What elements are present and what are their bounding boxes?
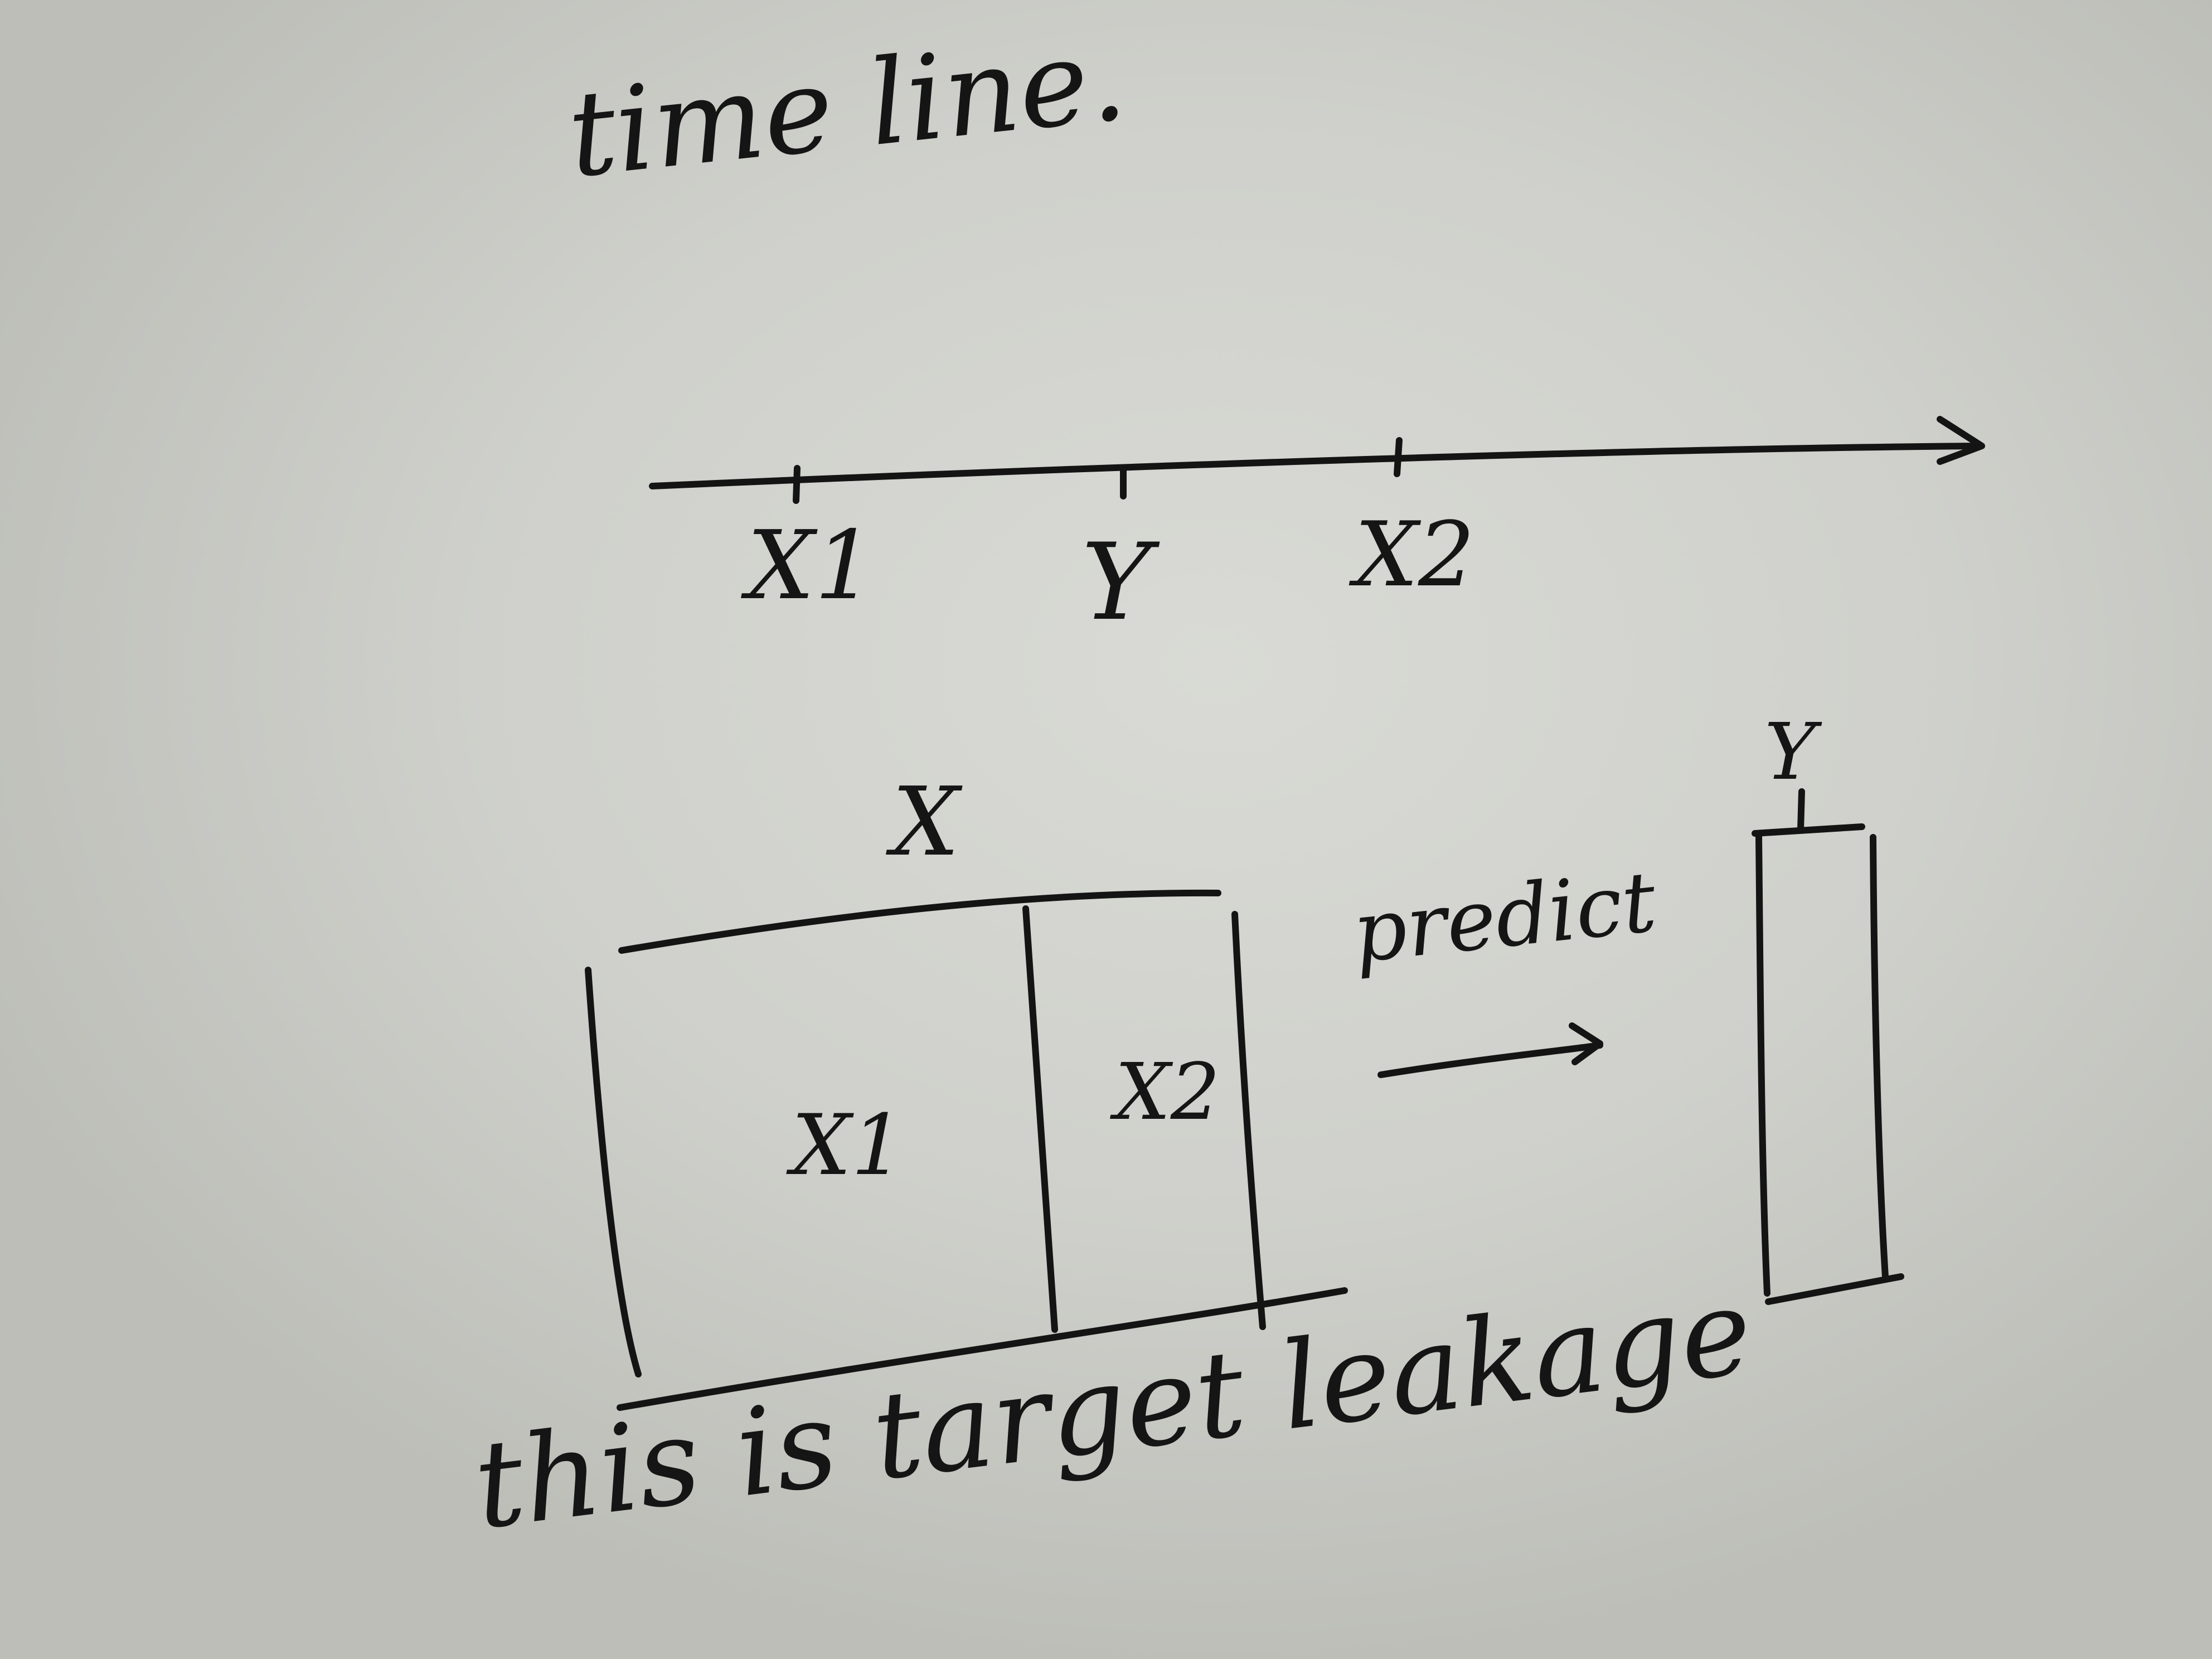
target-column-top [1752,823,1865,837]
target-column-stem [1797,788,1805,833]
target-column-bottom [1765,1273,1904,1305]
tick-mark-x2 [1394,437,1403,477]
target-column-right [1870,834,1889,1280]
timeline-label-y: Y [1081,521,1152,644]
matrix-right-edge [1231,911,1266,1330]
matrix-label: X [892,767,960,877]
matrix-column-label-x1: X1 [792,1097,905,1194]
target-column-label: Y [1764,707,1816,798]
matrix-divider [1022,905,1058,1333]
matrix-left-edge [585,967,642,1377]
target-column-left [1755,833,1770,1297]
tick-mark-x1 [793,465,801,504]
predict-arrow-shaft [1377,1042,1603,1078]
matrix-column-label-x2: X2 [1115,1047,1220,1138]
timeline-arrowhead [1937,416,1985,465]
timeline-label-x2: X2 [1355,502,1475,607]
timeline-label-x1: X1 [747,511,875,621]
timeline-axis [649,443,1982,489]
matrix-top-edge [618,889,1221,954]
matrix-bottom-edge [617,1287,1348,1411]
predict-arrow-head [1569,1022,1603,1065]
